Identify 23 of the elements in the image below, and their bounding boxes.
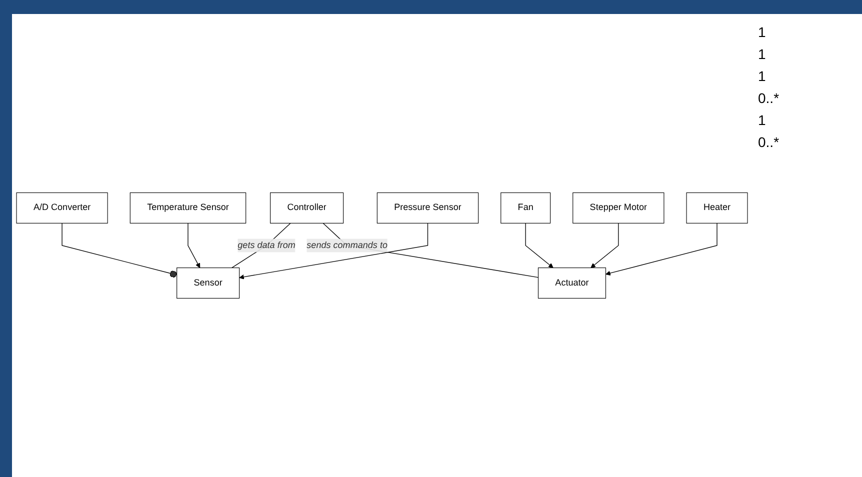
multiplicity-label: 0..*	[758, 134, 780, 150]
arrow	[239, 222, 428, 280]
node-box: Heater	[686, 192, 748, 224]
node-box: Fan	[500, 192, 551, 224]
arrow	[590, 222, 619, 268]
node-box: Temperature Sensor	[130, 192, 246, 224]
connector	[62, 222, 178, 278]
arrow	[525, 222, 554, 268]
edge-label: sends commands to	[306, 240, 388, 250]
node-box: A/D Converter	[16, 192, 108, 224]
node-box: Stepper Motor	[572, 192, 664, 224]
arrow	[606, 222, 718, 276]
multiplicity-label: 0..*	[758, 90, 780, 106]
multiplicity-label: 1	[758, 24, 766, 40]
node-box: Pressure Sensor	[376, 192, 479, 224]
node-box: Controller	[270, 192, 344, 224]
edge-label: gets data from	[238, 240, 296, 250]
multiplicity-label: 1	[758, 68, 766, 84]
multiplicity-label: 1	[758, 112, 766, 128]
node-box: Actuator	[538, 268, 606, 299]
multiplicity-label: 1	[758, 46, 766, 62]
node-box: Sensor	[176, 268, 240, 299]
arrow	[188, 222, 200, 268]
